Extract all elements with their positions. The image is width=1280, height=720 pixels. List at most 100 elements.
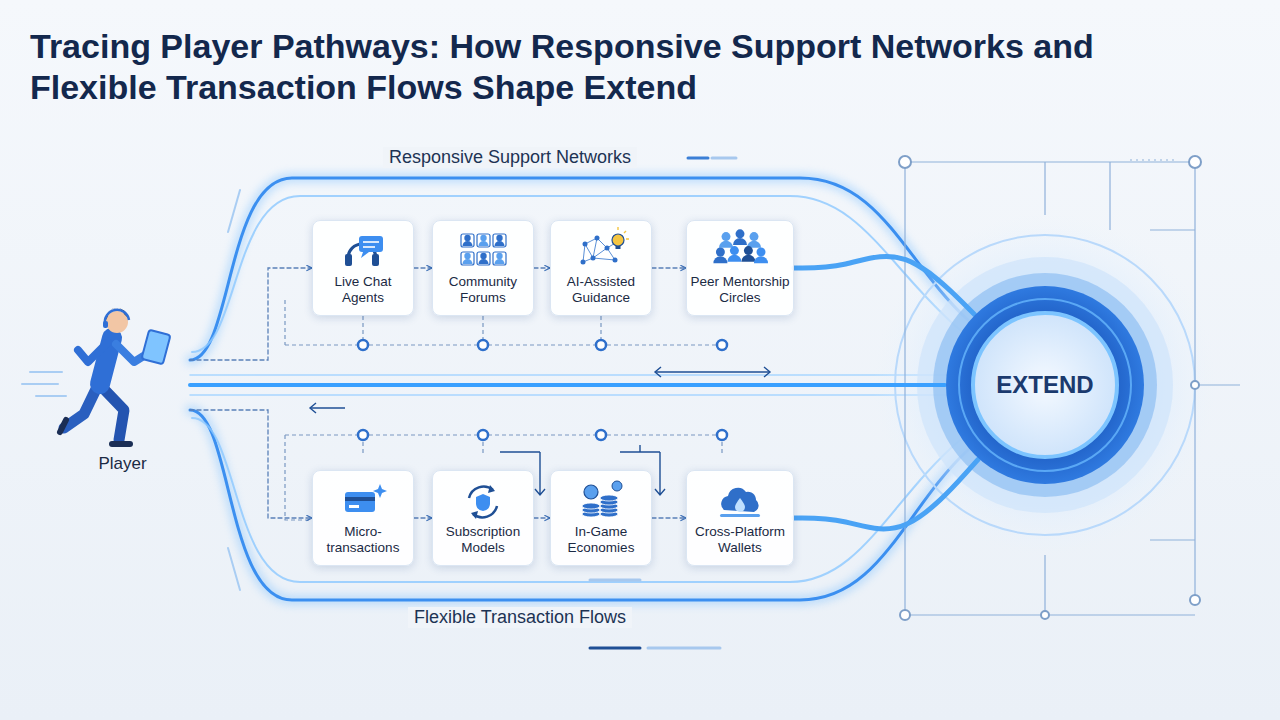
accent-dash bbox=[712, 157, 736, 160]
row-track bbox=[362, 316, 363, 340]
node-text: In-Game Economies bbox=[553, 524, 649, 556]
circuit-line bbox=[1044, 162, 1045, 215]
coins-icon bbox=[612, 481, 622, 491]
glow-path bbox=[190, 394, 960, 396]
player-figure bbox=[141, 330, 170, 365]
circuit-node bbox=[899, 156, 1201, 620]
accent-dash bbox=[688, 157, 708, 160]
network-icon bbox=[583, 242, 588, 247]
hub-circle: EXTEND bbox=[945, 285, 1145, 485]
track-node bbox=[358, 340, 727, 440]
network-icon bbox=[613, 258, 618, 263]
player-figure bbox=[78, 342, 108, 362]
row-track bbox=[285, 344, 725, 345]
coins-icon bbox=[582, 495, 618, 517]
circuit-line bbox=[1150, 539, 1195, 540]
support-box: Live Chat Agents bbox=[312, 220, 414, 316]
forum-icon bbox=[461, 234, 474, 247]
people-icon bbox=[747, 232, 761, 248]
player-figure bbox=[64, 385, 98, 428]
speed-line bbox=[228, 190, 240, 232]
headset-icon bbox=[372, 254, 379, 266]
transaction-box: In-Game Economies bbox=[550, 470, 652, 566]
circuit-node bbox=[900, 610, 910, 620]
network-icon bbox=[595, 236, 600, 241]
player-figure bbox=[112, 441, 130, 447]
player-figure bbox=[60, 308, 171, 444]
coins-icon bbox=[600, 495, 618, 501]
coins-icon bbox=[582, 511, 600, 517]
track-node bbox=[478, 430, 488, 440]
accent-dash bbox=[590, 579, 640, 582]
arrow-connector bbox=[534, 517, 550, 518]
transaction-box: Cross-Platform Wallets bbox=[686, 470, 794, 566]
node-text: Community Forums bbox=[435, 274, 531, 306]
coins-icon bbox=[600, 511, 618, 517]
small-arrow bbox=[310, 407, 345, 408]
coins-icon bbox=[582, 503, 600, 509]
coins-icon bbox=[582, 507, 600, 513]
node-text: Player bbox=[55, 454, 190, 474]
network-icon bbox=[581, 236, 618, 265]
node-text: Micro-transactions bbox=[315, 524, 411, 556]
track-node bbox=[717, 430, 727, 440]
headset-icon bbox=[345, 254, 352, 266]
flow-connector bbox=[794, 459, 978, 528]
forum-icon bbox=[495, 235, 505, 246]
glow-path bbox=[190, 178, 975, 600]
circuit-node bbox=[1191, 381, 1199, 389]
flow-label: Responsive Support Networks bbox=[383, 147, 637, 168]
arrow-connector bbox=[652, 517, 686, 518]
main-beam bbox=[190, 383, 945, 387]
arrow-connector bbox=[190, 410, 312, 518]
node-text: Cross-Platform Wallets bbox=[689, 524, 791, 556]
accent-dash bbox=[648, 647, 720, 650]
speed-line bbox=[22, 383, 58, 385]
row-track bbox=[285, 435, 312, 520]
row-track bbox=[482, 316, 483, 340]
diagram-title: Tracing Player Pathways: How Responsive … bbox=[30, 26, 1120, 108]
track-node bbox=[358, 340, 368, 350]
coins-icon bbox=[600, 503, 618, 509]
headset-icon bbox=[361, 252, 369, 258]
circuit-line bbox=[905, 161, 1195, 162]
small-arrow bbox=[535, 452, 545, 495]
network-icon bbox=[581, 227, 630, 265]
circuit-line bbox=[904, 162, 905, 615]
circuit-line bbox=[1195, 384, 1240, 385]
headset-icon bbox=[363, 241, 379, 243]
track-node bbox=[358, 430, 368, 440]
circuit-line bbox=[905, 160, 1240, 615]
row-track bbox=[285, 434, 725, 435]
track-node bbox=[478, 340, 488, 350]
subscription-icon bbox=[476, 494, 490, 511]
wallet-icon bbox=[720, 488, 760, 517]
hub-ring bbox=[946, 286, 1144, 484]
speed-line bbox=[30, 371, 62, 373]
circuit-node bbox=[1041, 611, 1049, 619]
coins-icon bbox=[582, 481, 622, 517]
forum-icon bbox=[479, 235, 489, 246]
forum-icon bbox=[463, 235, 473, 246]
coins-icon bbox=[600, 507, 618, 513]
arrow-connector bbox=[414, 517, 432, 518]
accent-dash bbox=[590, 647, 640, 650]
people-icon bbox=[713, 229, 768, 263]
headset-icon bbox=[363, 246, 375, 248]
network-icon bbox=[581, 260, 586, 265]
forum-icon bbox=[461, 252, 474, 265]
wallet-icon bbox=[721, 488, 758, 512]
transaction-box: Micro-transactions bbox=[312, 470, 414, 566]
small-arrow bbox=[310, 403, 316, 413]
card-icon bbox=[345, 492, 375, 512]
glow-path bbox=[190, 178, 968, 360]
network-icon bbox=[618, 227, 629, 239]
small-arrow bbox=[655, 367, 661, 377]
circuit-node bbox=[899, 156, 911, 168]
network-icon bbox=[612, 234, 624, 246]
node-text: AI-Assisted Guidance bbox=[553, 274, 649, 306]
player-node: Player bbox=[55, 300, 190, 480]
card-icon bbox=[373, 484, 387, 498]
